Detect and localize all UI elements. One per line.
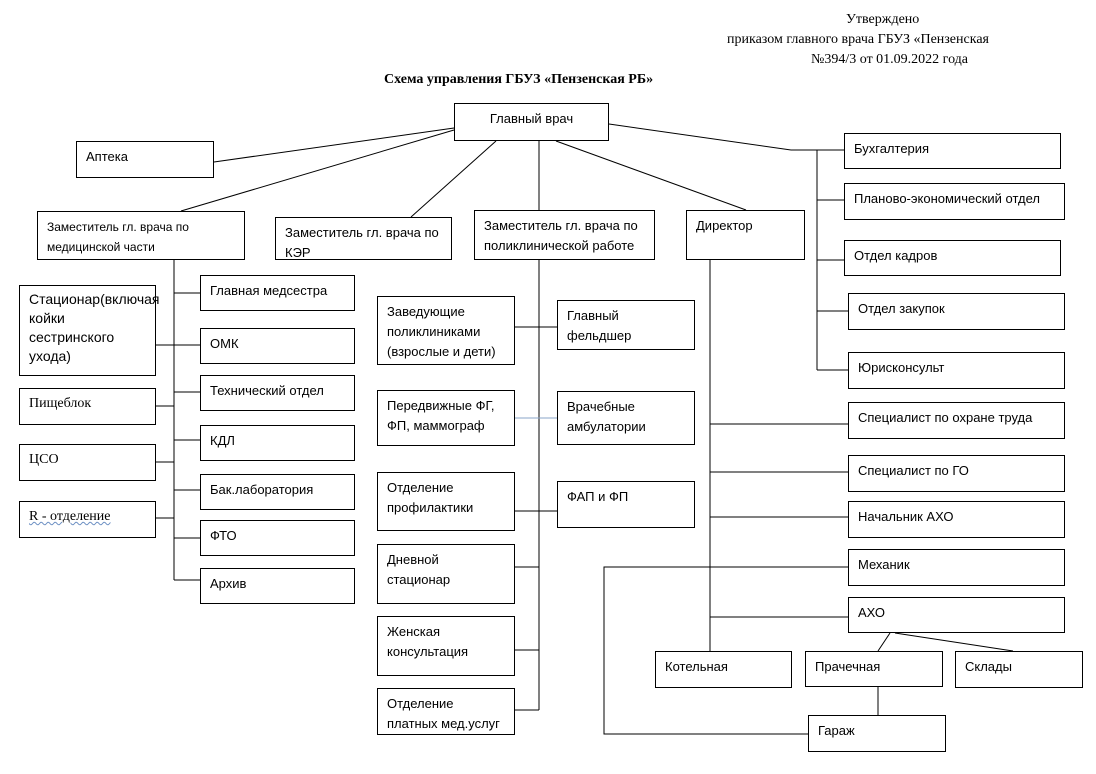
box-paid-services: Отделение платных мед.услуг [377, 688, 515, 735]
box-director: Директор [686, 210, 805, 260]
box-mobile: Передвижные ФГ, ФП, маммограф [377, 390, 515, 446]
box-kitchen: Пищеблок [19, 388, 156, 425]
page-title: Схема управления ГБУЗ «Пензенская РБ» [384, 72, 654, 87]
box-deputy-ker: Заместитель гл. врача по КЭР [275, 217, 452, 260]
box-labor-safety: Специалист по охране труда [848, 402, 1065, 439]
box-accounting: Бухгалтерия [844, 133, 1061, 169]
box-r-dept: R - отделение [19, 501, 156, 538]
box-lawyer: Юрисконсульт [848, 352, 1065, 389]
box-chief: Главный врач [454, 103, 609, 141]
approval-line-1: Утверждено [846, 12, 920, 27]
box-kdl: КДЛ [200, 425, 355, 461]
box-deputy-polyclinic: Заместитель гл. врача по поликлинической… [474, 210, 655, 260]
box-womens-consultation: Женская консультация [377, 616, 515, 676]
box-pharmacy: Аптека [76, 141, 214, 178]
box-fto: ФТО [200, 520, 355, 556]
box-bak-lab: Бак.лаборатория [200, 474, 355, 510]
box-poly-heads: Заведующие поликлиниками (взрослые и дет… [377, 296, 515, 365]
box-aho-head: Начальник АХО [848, 501, 1065, 538]
box-prevention: Отделение профилактики [377, 472, 515, 531]
box-day-hospital: Дневной стационар [377, 544, 515, 604]
box-omk: ОМК [200, 328, 355, 364]
box-r-dept-label: R - отделение [29, 509, 111, 524]
box-laundry: Прачечная [805, 651, 943, 687]
box-go-specialist: Специалист по ГО [848, 455, 1065, 492]
box-warehouses: Склады [955, 651, 1083, 688]
box-deputy-medical: Заместитель гл. врача по медицинской час… [37, 211, 245, 260]
box-mechanic: Механик [848, 549, 1065, 586]
box-hospital: Стационар(включая койки сестринского ухо… [19, 285, 159, 376]
box-archive: Архив [200, 568, 355, 604]
box-planning: Планово-экономический отдел [844, 183, 1065, 220]
approval-line-3: №394/3 от 01.09.2022 года [811, 52, 969, 67]
box-boiler: Котельная [655, 651, 792, 688]
approval-line-2: приказом главного врача ГБУЗ «Пензенская [727, 32, 989, 47]
box-cso: ЦСО [19, 444, 156, 481]
box-chief-feldsher: Главный фельдшер [557, 300, 695, 350]
box-hr: Отдел кадров [844, 240, 1061, 276]
box-head-nurse: Главная медсестра [200, 275, 355, 311]
box-tech-dept: Технический отдел [200, 375, 355, 411]
box-fap: ФАП и ФП [557, 481, 695, 528]
box-aho: АХО [848, 597, 1065, 633]
box-ambulatory: Врачебные амбулатории [557, 391, 695, 445]
box-garage: Гараж [808, 715, 946, 752]
box-purchasing: Отдел закупок [848, 293, 1065, 330]
